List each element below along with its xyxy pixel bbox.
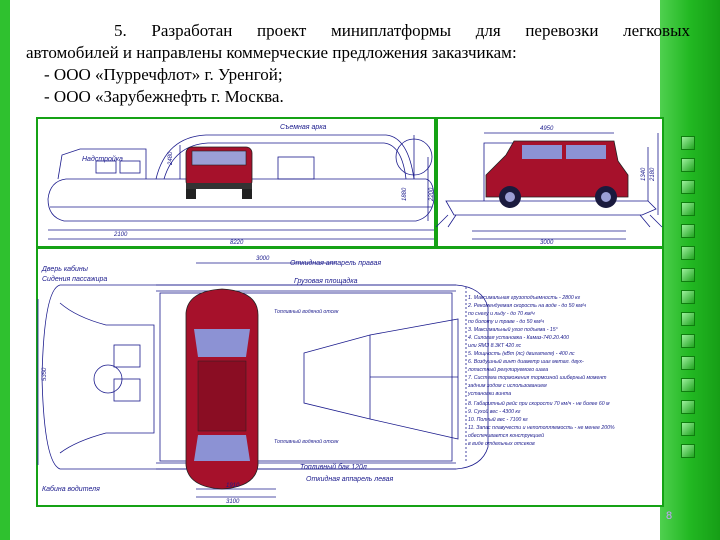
bullet-square <box>681 180 695 194</box>
customer-item-2: - ООО «Зарубежнефть г. Москва. <box>44 87 284 106</box>
spec-line: 5. Мощность (кВт (лс) двигателя) - 400 л… <box>468 351 575 357</box>
spec-line: 7. Система торможения тормозной шиберный… <box>468 374 607 381</box>
side-length-part: 2100 <box>113 232 128 238</box>
plan-car-top-view <box>185 288 259 490</box>
spec-line: 9. Сухой вес - 4300 кг <box>468 408 521 415</box>
heading-line-2: автомобилей и направлены коммерческие пр… <box>26 43 517 62</box>
bullet-square <box>681 158 695 172</box>
bullet-square <box>681 422 695 436</box>
bullet-square <box>681 290 695 304</box>
side-height-b: 1880 <box>402 187 408 201</box>
slide-number: 8 <box>666 510 673 522</box>
side-length-total: 8220 <box>230 240 244 246</box>
side-car-front-view <box>185 146 253 199</box>
bullet-square <box>681 334 695 348</box>
spec-line: 2. Рекомендуемая скорость на воде - до 5… <box>467 303 586 309</box>
spec-line: 6. Воздушный винт диаметр шаг метал. дву… <box>468 358 584 365</box>
front-height-dim: 2180 <box>650 167 656 182</box>
side-right-height: 2200 <box>429 187 435 202</box>
spec-line: установки винта <box>467 391 511 397</box>
side-hull <box>47 178 435 222</box>
customer-item-1: - ООО «Пурречфлот» г. Уренгой; <box>44 65 283 84</box>
seats-label: Сидения пассажира <box>42 275 107 283</box>
front-width-dim: 3000 <box>540 240 554 246</box>
cargo-platform-label: Грузовая площадка <box>294 277 358 285</box>
ramp-left-label: Откидная аппарель левая <box>306 475 394 483</box>
tank-label-1: Топливный водяной отсек <box>274 308 339 315</box>
left-green-band <box>0 0 10 540</box>
engineering-drawing: Надстройка Съемная арка 8220 2100 2480 1… <box>36 117 664 507</box>
bullet-square <box>681 246 695 260</box>
bullet-square <box>681 312 695 326</box>
spec-line: задним ходом с использованием <box>467 383 547 389</box>
decorative-bullets <box>678 136 698 496</box>
side-arch <box>155 134 415 180</box>
spec-line: по болоту и траве - до 50 км/ч <box>468 319 544 325</box>
plan-hull-outline <box>41 284 489 470</box>
cabin-door-label: Дверь кабины <box>41 265 89 273</box>
spec-line: 10. Полный вес - 7100 кг <box>468 416 528 423</box>
fuel-bay-label: Топливный бак 120л <box>300 463 367 471</box>
plan-top-dim: 3000 <box>256 256 270 262</box>
ramp-right-label: Откидная аппарель правая <box>290 259 381 267</box>
spec-line: в виде отдельных отсеков <box>468 441 535 447</box>
front-top-dim: 4950 <box>540 126 554 132</box>
bullet-square <box>681 268 695 282</box>
drawing-svg: Надстройка Съемная арка 8220 2100 2480 1… <box>37 119 663 505</box>
bullet-square <box>681 224 695 238</box>
spec-line: 8. Габаритный рейс при скорости 70 км/ч … <box>468 400 610 407</box>
spec-line: или ЯМЗ 8.3КТ 420 лс <box>468 343 522 349</box>
slide-heading: 5. Разработан проект миниплатформы для п… <box>26 20 690 108</box>
bullet-square <box>681 356 695 370</box>
side-cabin <box>57 148 147 180</box>
front-side-dim: 1340 <box>641 167 647 181</box>
side-height-a: 2480 <box>168 151 174 166</box>
spec-line: по снегу и льду - до 70 км/ч <box>468 311 535 317</box>
driver-cabin-label: Кабина водителя <box>42 485 100 493</box>
spec-line: 1. Максимальная грузоподъемность - 2800 … <box>468 295 581 301</box>
spec-line: 4. Силовая установка - Камаз-740.20.400 <box>468 335 569 341</box>
spec-list: 1. Максимальная грузоподъемность - 2800 … <box>467 295 615 447</box>
cabin-label: Надстройка <box>82 155 123 163</box>
spec-line: обеспечивается конструкцией <box>468 432 544 439</box>
arch-label: Съемная арка <box>280 124 327 131</box>
tank-label-2: Топливный водяной отсек <box>274 438 339 445</box>
front-car-side-view <box>485 140 629 208</box>
plan-left-dim: 5350 <box>42 367 48 381</box>
bullet-square <box>681 378 695 392</box>
spec-line: лопастный регулируемого шага <box>467 366 548 373</box>
plan-bottom-dim-1: 1910 <box>226 483 240 489</box>
bullet-square <box>681 444 695 458</box>
plan-view-panel <box>38 249 662 505</box>
bullet-square <box>681 202 695 216</box>
spec-line: 3. Максимальный угол подъема - 15° <box>468 326 558 333</box>
bullet-square <box>681 136 695 150</box>
spec-line: 11. Запас плавучести и непотопляемость -… <box>468 425 615 431</box>
heading-line-1: 5. Разработан проект миниплатформы для п… <box>114 21 690 40</box>
plan-bottom-dim-2: 3100 <box>226 499 240 505</box>
bullet-square <box>681 400 695 414</box>
